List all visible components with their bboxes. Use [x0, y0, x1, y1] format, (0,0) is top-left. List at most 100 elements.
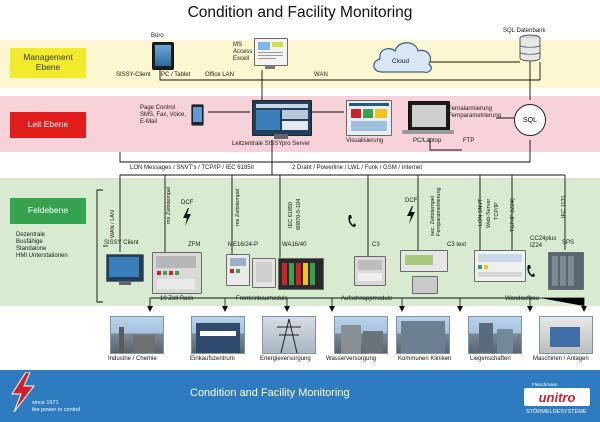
lightning-icon	[183, 208, 191, 226]
front-label: Fronteinbaumodule	[236, 296, 288, 302]
server-monitor-stand	[274, 134, 288, 139]
footer-slogan: the power to control	[32, 407, 81, 413]
photo-liegenschaften	[468, 316, 522, 354]
ms-monitor	[254, 38, 288, 66]
front-module-1	[226, 254, 250, 286]
feld-level-box: Feldebene	[10, 198, 86, 224]
photo-label-einkauf: Einkaufszentrum	[190, 356, 235, 362]
iec-61850-label: IEC 61850	[288, 202, 294, 228]
visualisierung-label: Visualisierung	[346, 138, 384, 144]
photo-wasser	[334, 316, 388, 354]
photo-label-industrie: Industrie / Chemie	[108, 356, 157, 362]
ms-monitor-stand	[265, 65, 275, 69]
aufschnapp-label: Aufschnappmodule	[341, 296, 393, 302]
feld-side-label: Dezentrale Busfähige Standalone HMI Unte…	[16, 232, 68, 259]
leit-level-label: Leit Ebene	[27, 119, 69, 130]
c3-text-label: C3 text	[447, 242, 467, 248]
footer-since: since 1971	[32, 400, 59, 406]
smartphone-device	[191, 104, 204, 126]
management-sissy-client-label: SISSY-Client	[116, 72, 151, 78]
photo-label-energie: Energieversorgung	[260, 356, 311, 362]
management-level-label: Management Ebene	[23, 52, 73, 72]
wa16-label: WA16/40	[282, 242, 307, 248]
front-module-3	[278, 258, 324, 290]
cloud-icon	[373, 42, 432, 74]
sql-db-label: SQL Datenbank	[503, 28, 546, 34]
laptop-base	[402, 130, 454, 134]
bus-right-label: 2 Draht / Powerline / LWL / Funk / GSM /…	[292, 165, 423, 171]
feld-sissy-monitor-stand	[119, 281, 131, 285]
visualisierung-screen	[346, 100, 392, 136]
photo-kommunen	[396, 316, 450, 354]
cc24-controller	[474, 250, 526, 282]
footer-brand: unitro	[538, 389, 576, 405]
phone-icon-2	[527, 265, 535, 277]
sql-label: SQL	[522, 116, 537, 124]
wan-lan-label: WAN / LAN	[110, 210, 116, 238]
database-icon	[519, 34, 541, 62]
photo-einkauf	[191, 316, 245, 354]
ms-zeitstempel-1-label: ms Zeitstempel	[166, 186, 172, 224]
server-label: Leitzentrale SISSYpro Server	[232, 141, 310, 147]
brand-logo: unitro	[524, 388, 590, 406]
front-module-2	[252, 258, 276, 288]
iec-1131-label: IEC 1131	[561, 195, 567, 218]
wan-label: WAN	[314, 72, 328, 78]
laptop-device	[408, 101, 450, 131]
photo-label-maschinen: Maschinen / Anlagen	[533, 356, 589, 362]
iec-60870-label: 60870-5-104	[296, 198, 302, 230]
feld-sissy-monitor	[106, 254, 144, 282]
footer-brand-sub: STÖRMELDESYSTEME	[526, 409, 587, 415]
tcp-ip-1-label: TCP/IP	[494, 202, 500, 220]
feld-sissy-client-label: SISSY Client	[104, 240, 139, 246]
bus-left-label: LON Messages / SNVT's / TCP/IP / IEC 618…	[130, 165, 254, 171]
photo-label-wasser: Wasserversorgung	[326, 356, 377, 362]
dcf-2-label: DCF	[405, 198, 418, 204]
cc24-label: CC24plus IZ24	[530, 236, 557, 249]
leit-level-box: Leit Ebene	[10, 112, 86, 138]
ms-zeitstempel-2-label: ms Zeitstempel	[235, 188, 241, 226]
laptop-label: PC/Laptop	[413, 138, 442, 144]
logo-lightning-icon	[11, 372, 36, 412]
fern-label: Fernalarmierung Fernparametrierung	[448, 106, 502, 119]
office-lan-label: Office LAN	[205, 72, 234, 78]
footer-band	[0, 370, 600, 422]
rack-label: 19 Zoll Rack	[160, 296, 194, 302]
c3-text-psu	[412, 276, 438, 294]
footer-title: Condition and Facility Monitoring	[190, 387, 350, 399]
management-level-box: Management Ebene	[10, 48, 86, 78]
sec-zeit-label: sec. Zeitstempel Fernparametrierung	[430, 187, 442, 236]
photo-industrie	[110, 316, 164, 354]
zfm-label: ZFM	[188, 242, 201, 248]
cloud-label: Cloud	[392, 58, 409, 65]
photo-maschinen	[539, 316, 593, 354]
buero-label: Büro	[151, 33, 164, 39]
phone-icon-1	[348, 215, 356, 227]
sps-label: SPS	[562, 240, 575, 246]
photo-label-liegenschaften: Liegenschaften	[470, 356, 511, 362]
rack-device	[152, 252, 202, 294]
dcf-1-label: DCF	[181, 200, 194, 206]
ms-software-label: MS Access Excell	[233, 42, 253, 62]
tcp-ip-2-label: TCP/IP (IZ24)	[510, 198, 516, 232]
tablet-label: PC / Tablet	[161, 72, 191, 78]
ftp-label: FTP	[463, 138, 475, 144]
feld-level-label: Feldebene	[27, 205, 69, 216]
page-title: Condition and Facility Monitoring	[187, 4, 413, 21]
lon-snvt-label: LON SNVT	[478, 198, 484, 226]
tablet-device	[152, 42, 174, 70]
page-control-label: Page Control SMS, Fax, Voice, E-Mail	[140, 105, 187, 125]
sql-circle: SQL	[514, 104, 546, 136]
sps-device	[548, 252, 584, 290]
photo-energie	[262, 316, 316, 354]
me16-label: ME16/24-P	[228, 242, 259, 248]
c3-text-device	[400, 250, 448, 272]
c3-label: C3	[372, 242, 380, 248]
web-server-label: Web-Server	[486, 198, 492, 228]
photo-label-kommunen: Kommunen Kliniken	[398, 356, 452, 362]
server-monitor	[252, 100, 312, 136]
wandaufbau-label: Wandaufbau	[505, 296, 539, 302]
lightning-icon-2	[407, 206, 415, 224]
aufschnapp-module	[354, 256, 386, 286]
